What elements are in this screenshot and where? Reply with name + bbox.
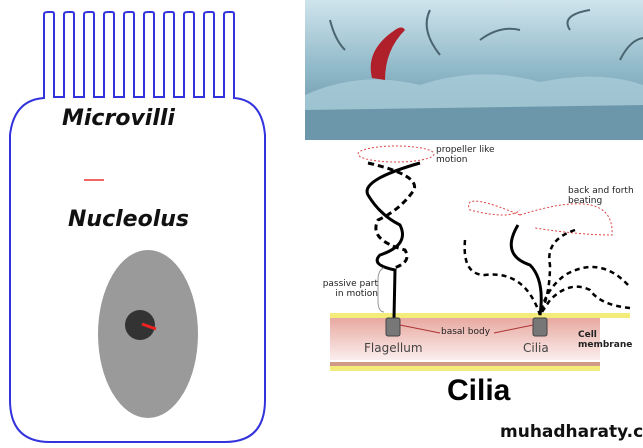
nucleolus (125, 310, 155, 340)
cell-outline (9, 11, 266, 443)
microvilli-label: Microvilli (62, 106, 175, 131)
nucleolus-label: Nucleolus (68, 207, 189, 232)
flagellum-label: Flagellum (364, 341, 423, 355)
propeller-label: propeller like motion (436, 145, 495, 165)
basal-body-label: basal body (441, 327, 491, 337)
cilia-small-label: Cilia (523, 341, 549, 355)
passive-label: passive part in motion (322, 279, 378, 299)
red-marker (141, 322, 157, 331)
back-forth-label: back and forth beating (568, 186, 634, 206)
cell-membrane-label: Cell membrane (578, 330, 633, 350)
watermark: muhadharaty.com (500, 422, 643, 442)
cilia-photo (305, 0, 643, 140)
title: Cilia (447, 374, 511, 407)
